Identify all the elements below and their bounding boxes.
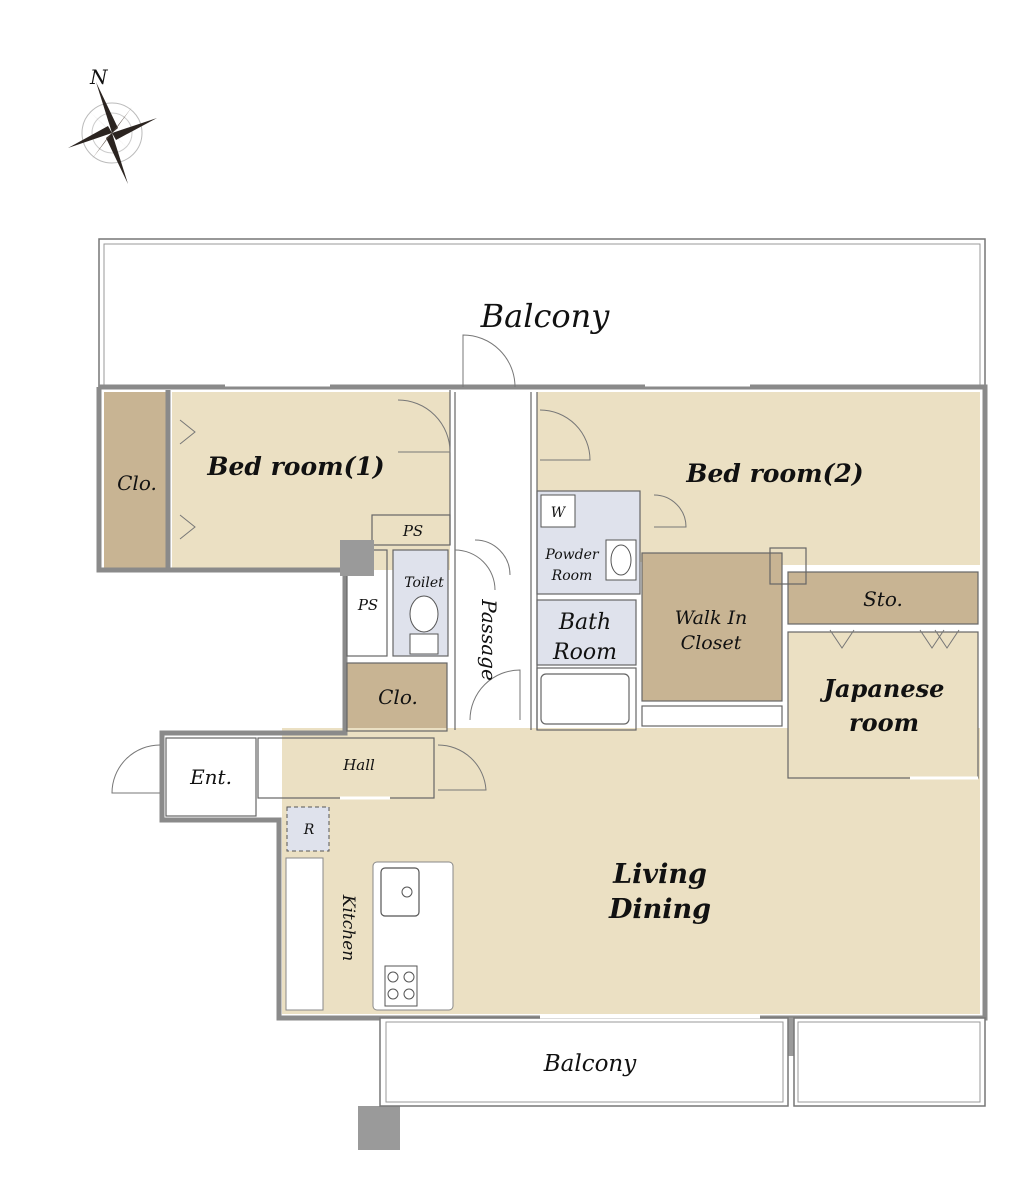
label-living-2: Dining	[608, 894, 711, 925]
kitchen-counter-left	[285, 857, 324, 1011]
label-bath-1: Bath	[558, 610, 611, 635]
label-storage: Sto.	[863, 587, 903, 611]
label-walk-in-2: Closet	[681, 632, 742, 654]
compass-rose-icon: N	[68, 65, 157, 184]
kitchen-sink-icon	[380, 867, 420, 917]
label-ps-top: PS	[402, 522, 423, 540]
label-bedroom1: Bed room(1)	[206, 452, 384, 481]
windows	[225, 383, 978, 1019]
label-powder-room-1: Powder	[544, 547, 600, 563]
label-hall: Hall	[342, 756, 375, 774]
walls	[96, 384, 988, 1021]
label-bedroom2: Bed room(2)	[685, 459, 863, 488]
bedroom1-area	[172, 392, 450, 570]
walk-in-closet-area	[642, 553, 782, 701]
toilet-bowl-icon	[409, 595, 439, 655]
label-japanese-2: room	[849, 708, 919, 737]
label-balcony-bottom: Balcony	[543, 1051, 638, 1077]
label-living-1: Living	[612, 859, 707, 890]
balcony-top-area	[98, 238, 986, 388]
label-entrance: Ent.	[189, 765, 232, 789]
label-balcony-top: Balcony	[480, 297, 611, 335]
label-toilet: Toilet	[404, 575, 444, 591]
label-bath-2: Room	[552, 640, 617, 665]
closet-left-area	[104, 392, 167, 570]
storage-area	[788, 572, 978, 624]
closet-hall-area	[347, 663, 447, 731]
label-washer: W	[551, 505, 567, 521]
label-kitchen: Kitchen	[338, 894, 358, 961]
compass-north-label: N	[89, 65, 109, 89]
stove-burner-icon	[384, 965, 418, 1007]
balcony-bottom-area	[379, 1017, 986, 1107]
label-closet-left: Clo.	[117, 471, 157, 495]
label-walk-in-1: Walk In	[675, 607, 748, 629]
refrigerator-box	[286, 806, 330, 852]
label-powder-room-2: Room	[551, 568, 593, 584]
room-labels: Balcony Bed room(1) Clo. Bed room(2) PS …	[117, 297, 944, 1077]
label-closet-hall: Clo.	[378, 685, 418, 709]
label-ps-left: PS	[357, 596, 378, 614]
label-refrigerator: R	[303, 822, 315, 838]
label-japanese-1: Japanese	[820, 674, 945, 703]
door-swings	[111, 334, 960, 794]
fixtures	[380, 494, 637, 1007]
bathroom-area	[537, 600, 636, 665]
room-fills	[104, 392, 980, 1014]
passage-area	[458, 392, 528, 730]
label-passage: Passage	[477, 598, 501, 681]
washer-box	[540, 494, 576, 528]
